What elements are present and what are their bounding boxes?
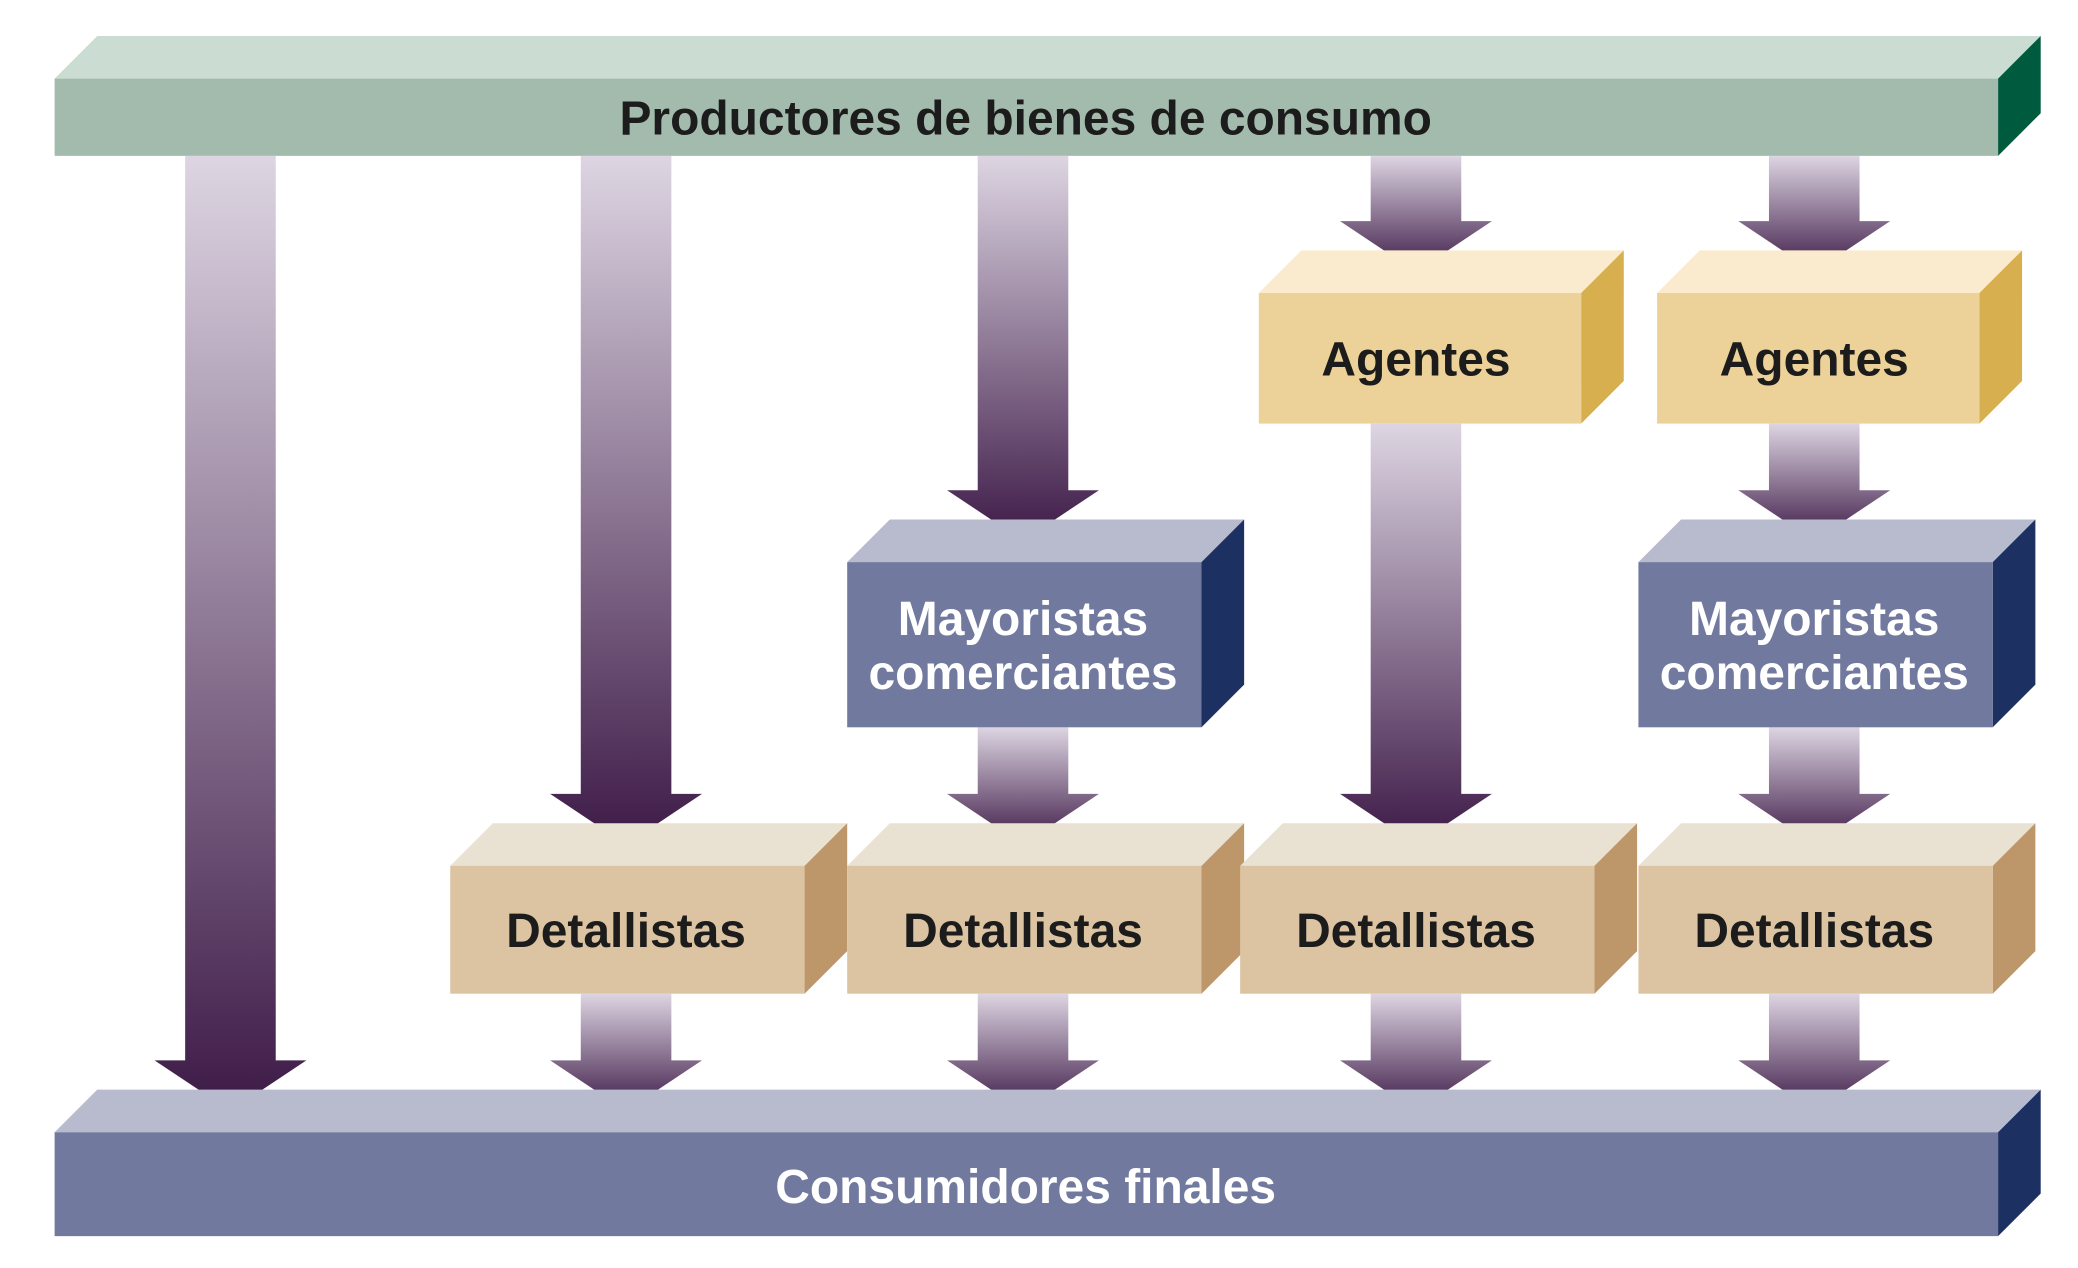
block-front-face: [1657, 293, 1980, 424]
retailer-box: Detallistas: [450, 823, 848, 994]
block-front-face: [1638, 865, 1993, 994]
flow-arrow: [1340, 993, 1492, 1111]
block-side-face: [1998, 1089, 2041, 1237]
block-front-face: [54, 78, 1999, 156]
flow-arrow: [550, 155, 702, 845]
block-front-face: [847, 865, 1202, 994]
block-label: Productores de bienes de consumo: [619, 92, 1431, 145]
block-top-face: [847, 823, 1245, 866]
block-side-face: [804, 823, 848, 994]
flow-arrow: [550, 993, 702, 1111]
block-side-face: [1594, 823, 1638, 994]
block-top-face: [54, 1089, 2041, 1133]
flow-arrow: [947, 155, 1099, 541]
block-label: Consumidores finales: [775, 1161, 1276, 1214]
block-top-face: [450, 823, 848, 866]
retailer-box: Detallistas: [1638, 823, 2036, 994]
block-side-face: [1201, 823, 1245, 994]
boxes-layer: Productores de bienes de consumoConsumid…: [54, 35, 2041, 1237]
block-side-face: [1581, 250, 1624, 424]
retailer-box: Detallistas: [847, 823, 1245, 994]
flow-arrow: [154, 155, 307, 1111]
block-front-face: [847, 562, 1202, 728]
producers-bar: Productores de bienes de consumo: [54, 35, 2041, 156]
block-front-face: [1240, 865, 1595, 994]
block-top-face: [1638, 519, 2036, 563]
flow-arrow: [1738, 727, 1891, 845]
block-top-face: [847, 519, 1245, 563]
agent-box: Agentes: [1657, 250, 2023, 424]
block-side-face: [1992, 519, 2036, 728]
block-top-face: [1657, 250, 2023, 294]
block-label: Agentes: [1720, 334, 1909, 387]
block-label: Agentes: [1321, 334, 1510, 387]
arrows-layer: [154, 155, 1891, 1111]
block-side-face: [1992, 823, 2036, 994]
retailer-box: Detallistas: [1240, 823, 1638, 994]
consumers-bar: Consumidores finales: [54, 1089, 2041, 1237]
block-front-face: [450, 865, 805, 994]
block-side-face: [1998, 35, 2041, 156]
block-side-face: [1979, 250, 2023, 424]
block-label: Detallistas: [1694, 905, 1934, 958]
agent-box: Agentes: [1258, 250, 1624, 424]
flow-arrow: [1738, 423, 1891, 541]
flow-arrow: [1738, 993, 1891, 1111]
flow-arrow: [1340, 155, 1492, 272]
flow-arrow: [1738, 155, 1891, 272]
flow-arrow: [1340, 423, 1492, 845]
block-side-face: [1201, 519, 1245, 728]
block-top-face: [54, 35, 2041, 79]
block-top-face: [1638, 823, 2036, 866]
flow-arrow: [947, 727, 1099, 845]
block-label: Detallistas: [1296, 905, 1536, 958]
block-front-face: [1258, 293, 1582, 424]
block-top-face: [1258, 250, 1624, 294]
flow-arrow: [947, 993, 1099, 1111]
block-label: Detallistas: [903, 905, 1143, 958]
block-front-face: [54, 1132, 1999, 1237]
block-label: Detallistas: [506, 905, 746, 958]
block-front-face: [1638, 562, 1993, 728]
block-top-face: [1240, 823, 1638, 866]
